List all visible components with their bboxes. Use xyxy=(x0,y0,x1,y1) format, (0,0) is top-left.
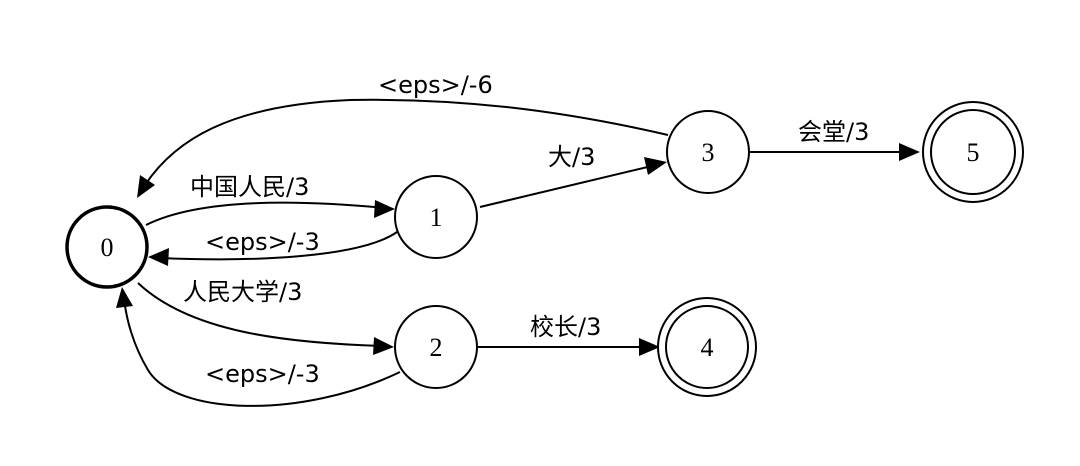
edge-label-0-to-1: 中国人民/3 xyxy=(190,173,309,201)
edge-label-2-to-4: 校长/3 xyxy=(530,313,601,341)
edge-0-to-2 xyxy=(137,282,384,347)
edge-label-0-to-2: 人民大学/3 xyxy=(183,278,302,306)
states: 0 1 2 3 4 5 xyxy=(65,101,1024,397)
state-circle-0 xyxy=(65,205,149,289)
edge-labels: 中国人民/3 <eps>/-3 人民大学/3 <eps>/-3 大/3 <eps… xyxy=(183,71,869,388)
state-label-4: 4 xyxy=(701,333,714,362)
edge-2-to-0 xyxy=(123,297,401,407)
state-1: 1 xyxy=(394,175,478,259)
arrowhead-2-to-0 xyxy=(116,287,133,308)
edge-label-3-to-0: <eps>/-6 xyxy=(378,71,493,99)
state-2: 2 xyxy=(394,305,478,389)
edge-label-3-to-5: 会堂/3 xyxy=(798,118,869,146)
state-circle-3 xyxy=(666,110,750,194)
state-label-2: 2 xyxy=(430,333,443,362)
arrowhead-0-to-2 xyxy=(373,337,394,355)
state-3: 3 xyxy=(666,110,750,194)
state-circle-5 xyxy=(930,109,1016,195)
edge-label-1-to-0: <eps>/-3 xyxy=(205,228,320,256)
arrowhead-2-to-4 xyxy=(639,338,660,356)
state-label-5: 5 xyxy=(967,138,980,167)
arrowhead-0-to-1 xyxy=(374,200,395,218)
edge-label-2-to-0: <eps>/-3 xyxy=(205,360,320,388)
edge-label-1-to-3: 大/3 xyxy=(548,143,595,171)
state-5: 5 xyxy=(922,101,1024,203)
edge-3-to-0 xyxy=(144,98,669,186)
edge-1-to-3 xyxy=(479,164,657,208)
state-circle-1 xyxy=(394,175,478,259)
state-0: 0 xyxy=(65,205,149,289)
state-label-3: 3 xyxy=(702,138,715,167)
state-label-0: 0 xyxy=(101,233,114,262)
arrowhead-1-to-3 xyxy=(644,157,667,175)
state-label-1: 1 xyxy=(430,203,443,232)
edges xyxy=(116,98,920,407)
state-circle-4 xyxy=(665,305,749,389)
arrowhead-3-to-0 xyxy=(137,175,155,198)
arrowhead-3-to-5 xyxy=(899,143,920,161)
edge-0-to-1 xyxy=(145,201,386,226)
edge-1-to-0 xyxy=(159,231,398,261)
arrowhead-1-to-0 xyxy=(148,248,169,266)
state-4: 4 xyxy=(657,297,757,397)
state-circle-2 xyxy=(394,305,478,389)
